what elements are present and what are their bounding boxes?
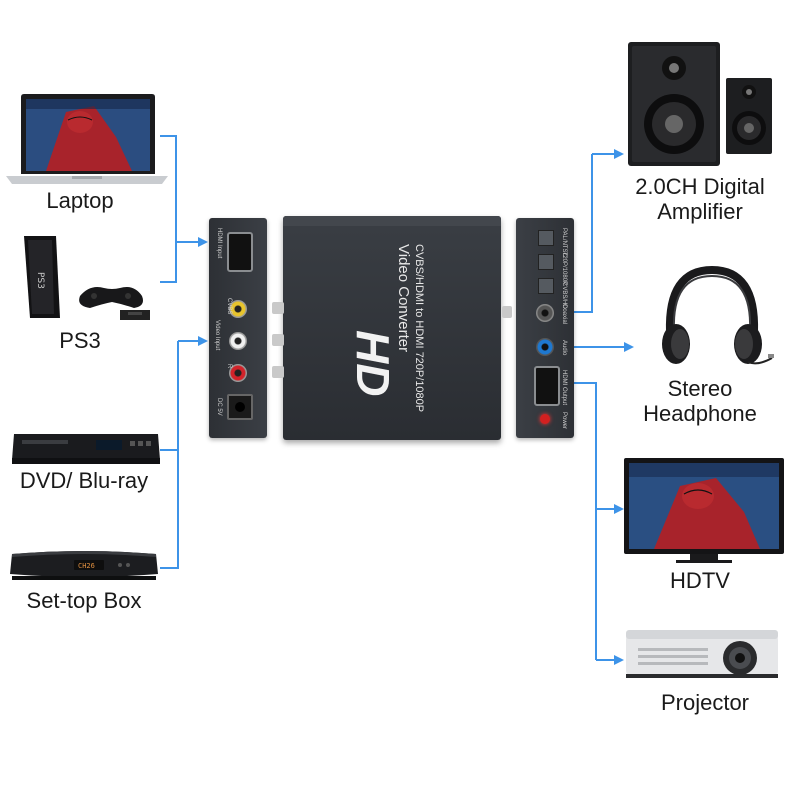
ps3-icon: PS3 <box>24 236 150 320</box>
laptop-label: Laptop <box>46 188 114 213</box>
coax-stub <box>502 306 512 318</box>
audio-output-jack[interactable] <box>536 338 554 356</box>
dvd-player-icon <box>12 434 160 464</box>
headphone-label-line1: Stereo <box>667 376 733 401</box>
headphone-icon <box>662 265 774 365</box>
headphone-label-line2: Headphone <box>643 401 757 426</box>
hdtv-icon <box>624 458 784 563</box>
rca-stub <box>272 366 284 378</box>
r-label: R <box>226 364 232 369</box>
audio-r-rca-jack[interactable] <box>229 364 247 382</box>
set-top-box-display: CH26 <box>78 562 95 570</box>
video-input-label: Video Input <box>214 320 220 351</box>
coaxial-jack[interactable] <box>536 304 554 322</box>
coaxial-label: Coaxial <box>561 304 567 325</box>
pal-ntsc-button[interactable] <box>538 230 554 246</box>
converter-logo: HD <box>347 330 399 397</box>
hdtv-label: HDTV <box>670 568 730 593</box>
converter-body <box>283 216 501 440</box>
set-top-box-icon: CH26 <box>10 551 158 580</box>
speaker-icon <box>628 42 772 166</box>
amplifier-label-line2: Amplifier <box>657 199 743 224</box>
audio-l-rca-jack[interactable] <box>229 332 247 350</box>
svg-text:PS3: PS3 <box>35 272 45 289</box>
power-led <box>540 414 550 424</box>
headphone-label: Stereo Headphone <box>626 376 774 426</box>
converter-output-panel <box>516 218 574 438</box>
amplifier-label: 2.0CH Digital Amplifier <box>618 174 782 224</box>
cvbs-rca-jack[interactable] <box>229 300 247 318</box>
audio-label: Audio <box>561 340 567 356</box>
dc5v-label: DC 5V <box>216 398 222 416</box>
cvbs-hd-button[interactable] <box>538 278 554 294</box>
resolution-label: 720P/1080P <box>561 252 567 286</box>
converter-subtitle: CVBS/HDMI to HDMI 720P/1080P <box>413 244 425 413</box>
rca-stub <box>272 334 284 346</box>
converter-input-panel <box>209 218 267 438</box>
projector-label: Projector <box>660 690 750 715</box>
resolution-button[interactable] <box>538 254 554 270</box>
dc-power-jack[interactable] <box>227 394 253 420</box>
converter-title: Video Converter <box>395 244 412 353</box>
hdmi-output-label: HDMI Output <box>561 370 567 406</box>
hdmi-input-label: HDMI Input <box>216 228 222 259</box>
power-label: Power <box>561 412 567 430</box>
cvbs-label: CVBS <box>226 298 232 315</box>
laptop-icon <box>6 94 168 184</box>
hdmi-output-wire <box>566 382 597 660</box>
dvd-label: DVD/ Blu-ray <box>19 468 149 493</box>
laptop-wire <box>160 135 177 283</box>
rca-stub <box>272 302 284 314</box>
amplifier-label-line1: 2.0CH Digital <box>635 174 765 199</box>
hdmi-output-port[interactable] <box>534 366 560 406</box>
settop-wire <box>160 341 179 569</box>
projector-icon <box>626 630 778 678</box>
hdmi-input-port[interactable] <box>227 232 253 272</box>
ps3-label: PS3 <box>59 328 101 353</box>
set-top-box-label: Set-top Box <box>26 588 142 613</box>
